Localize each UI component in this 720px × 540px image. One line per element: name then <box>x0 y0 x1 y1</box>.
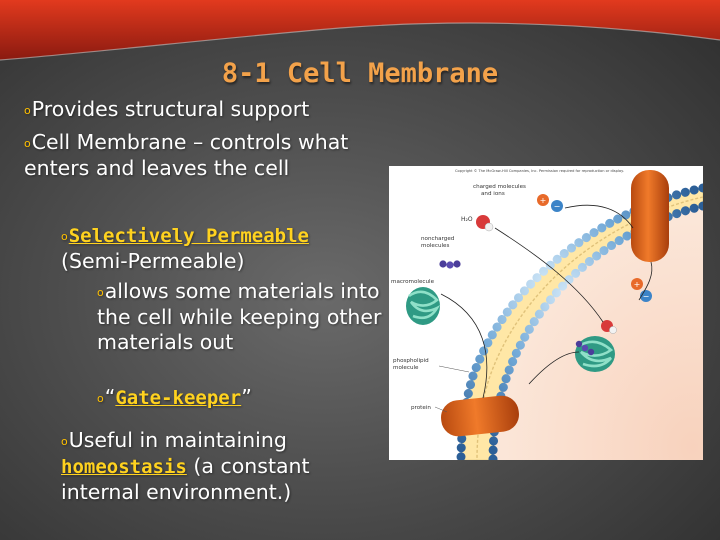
bullet-allows-materials: oallows some materials into the cell whi… <box>97 279 387 355</box>
macromolecule-inside <box>575 336 615 372</box>
bullet-marker: o <box>61 230 68 243</box>
ion-minus-label: − <box>554 202 561 211</box>
bullet-text: (a constant internal environment.) <box>61 454 310 504</box>
bullet-structural-support: oProvides structural support <box>24 97 384 123</box>
bullet-marker: o <box>24 137 31 150</box>
slide-title: 8-1 Cell Membrane <box>221 58 499 89</box>
noncharged-molecules-outside <box>439 260 461 269</box>
bullet-homeostasis: oUseful in maintaining homeostasis (a co… <box>61 428 371 505</box>
transport-arrows <box>440 204 653 399</box>
bullet-text: (Semi-Permeable) <box>61 249 245 273</box>
bullet-text: Provides structural support <box>31 97 310 121</box>
label-charged-molecules: charged molecules <box>473 184 526 190</box>
label-macromolecule: macromolecule <box>391 279 435 285</box>
bullet-selectively-permeable: oSelectively Permeable (Semi-Permeable) <box>61 223 361 274</box>
label-phospholipid: phospholipid <box>393 358 429 364</box>
membrane-diagram: Copyright © The McGraw-Hill Companies, I… <box>391 169 703 460</box>
ion-plus-label: + <box>540 196 547 205</box>
label-leader-lines <box>434 365 470 413</box>
bullet-marker: o <box>61 435 68 448</box>
highlight-gate-keeper: Gate-keeper <box>115 387 242 409</box>
header-wave-band <box>0 0 720 61</box>
water-molecule-inside <box>601 320 617 334</box>
label-and-ions: and ions <box>481 191 505 197</box>
channel-protein-bottom <box>441 395 519 437</box>
bullet-text: Cell Membrane – controls what enters and… <box>24 130 349 180</box>
highlight-selectively-permeable: Selectively Permeable <box>68 225 309 247</box>
bullet-marker: o <box>97 392 104 405</box>
bullet-text: Useful in maintaining <box>68 428 287 452</box>
macromolecule-outside <box>406 287 441 325</box>
label-h2o: H₂O <box>461 216 473 223</box>
ion-plus-label: + <box>634 280 641 289</box>
label-noncharged: noncharged <box>421 236 455 242</box>
copyright-text: Copyright © The McGraw-Hill Companies, I… <box>455 169 624 173</box>
noncharged-molecules-inside <box>575 340 595 356</box>
bullet-marker: o <box>24 104 31 117</box>
bullet-marker: o <box>97 286 104 299</box>
cell-interior <box>493 206 703 460</box>
ion-positive-outside: + <box>537 194 549 206</box>
bullet-text: allows some materials into the cell whil… <box>97 279 382 354</box>
label-protein: protein <box>411 405 431 411</box>
bullet-gate-keeper: o“Gate-keeper” <box>97 385 387 411</box>
ion-negative-outside: − <box>551 200 563 212</box>
quote-open: “ <box>104 385 116 409</box>
highlight-homeostasis: homeostasis <box>61 456 187 478</box>
label-molecules: molecules <box>421 243 449 249</box>
bullet-cell-membrane: oCell Membrane – controls what enters an… <box>24 130 369 181</box>
label-molecule: molecule <box>393 365 419 371</box>
cell-membrane-figure: Copyright © The McGraw-Hill Companies, I… <box>389 166 703 460</box>
channel-protein-top <box>631 170 669 262</box>
ion-positive-inside: + <box>631 278 643 290</box>
ion-minus-label: − <box>643 292 650 301</box>
water-molecule-outside <box>476 215 494 232</box>
quote-close: ” <box>241 385 252 409</box>
